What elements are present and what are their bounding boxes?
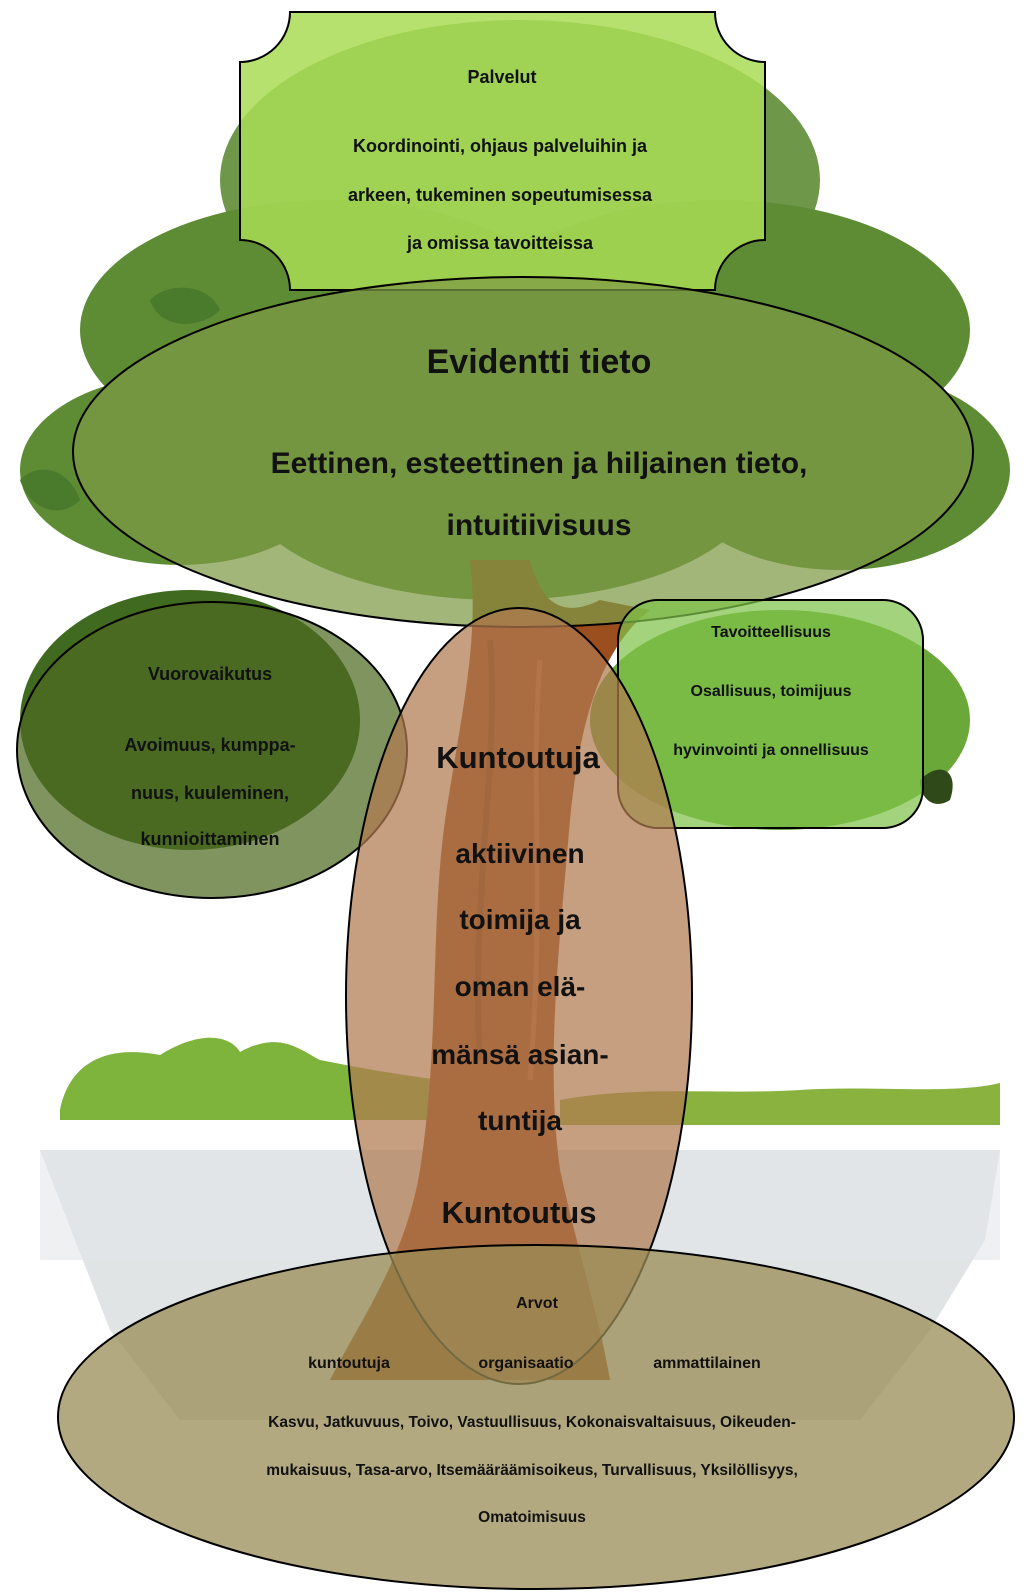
arvot-line-1: Kasvu, Jatkuvuus, Toivo, Vastuullisuus, …: [268, 1414, 796, 1432]
evidentti-title: Evidentti tieto: [427, 343, 652, 382]
arvot-line-2: mukaisuus, Tasa-arvo, Itsemääräämisoikeu…: [266, 1462, 798, 1480]
kuntoutus-label: Kuntoutus: [442, 1195, 597, 1231]
vuorovaikutus-line-1: Avoimuus, kumppa-: [124, 735, 295, 756]
kuntoutuja-line-1: aktiivinen: [455, 838, 584, 870]
palvelut-title: Palvelut: [467, 67, 536, 88]
palvelut-line-2: arkeen, tukeminen sopeutumisessa: [348, 185, 652, 206]
vuorovaikutus-line-3: kunnioittaminen: [141, 829, 280, 850]
palvelut-line-1: Koordinointi, ohjaus palveluihin ja: [353, 136, 647, 157]
evidentti-line-2: intuitiivisuus: [446, 509, 631, 543]
arvot-party-ammattilainen: ammattilainen: [653, 1355, 761, 1373]
arvot-title: Arvot: [516, 1295, 558, 1313]
tavoitteellisuus-line-2: hyvinvointi ja onnellisuus: [673, 742, 869, 760]
arvot-party-kuntoutuja: kuntoutuja: [308, 1355, 390, 1373]
vuorovaikutus-title: Vuorovaikutus: [148, 664, 272, 685]
kuntoutuja-line-3: oman elä-: [455, 971, 586, 1003]
kuntoutuja-line-2: toimija ja: [459, 904, 580, 936]
evidentti-line-1: Eettinen, esteettinen ja hiljainen tieto…: [271, 447, 808, 481]
palvelut-line-3: ja omissa tavoitteissa: [407, 233, 593, 254]
kuntoutuja-line-5: tuntija: [478, 1105, 562, 1137]
arvot-party-organisaatio: organisaatio: [478, 1355, 573, 1373]
tavoitteellisuus-line-1: Osallisuus, toimijuus: [691, 683, 852, 701]
kuntoutuja-line-4: mänsä asian-: [431, 1039, 608, 1071]
vuorovaikutus-line-2: nuus, kuuleminen,: [131, 783, 289, 804]
tavoitteellisuus-title: Tavoitteellisuus: [711, 624, 831, 642]
kuntoutuja-title: Kuntoutuja: [436, 740, 600, 776]
arvot-line-3: Omatoimisuus: [478, 1509, 586, 1527]
